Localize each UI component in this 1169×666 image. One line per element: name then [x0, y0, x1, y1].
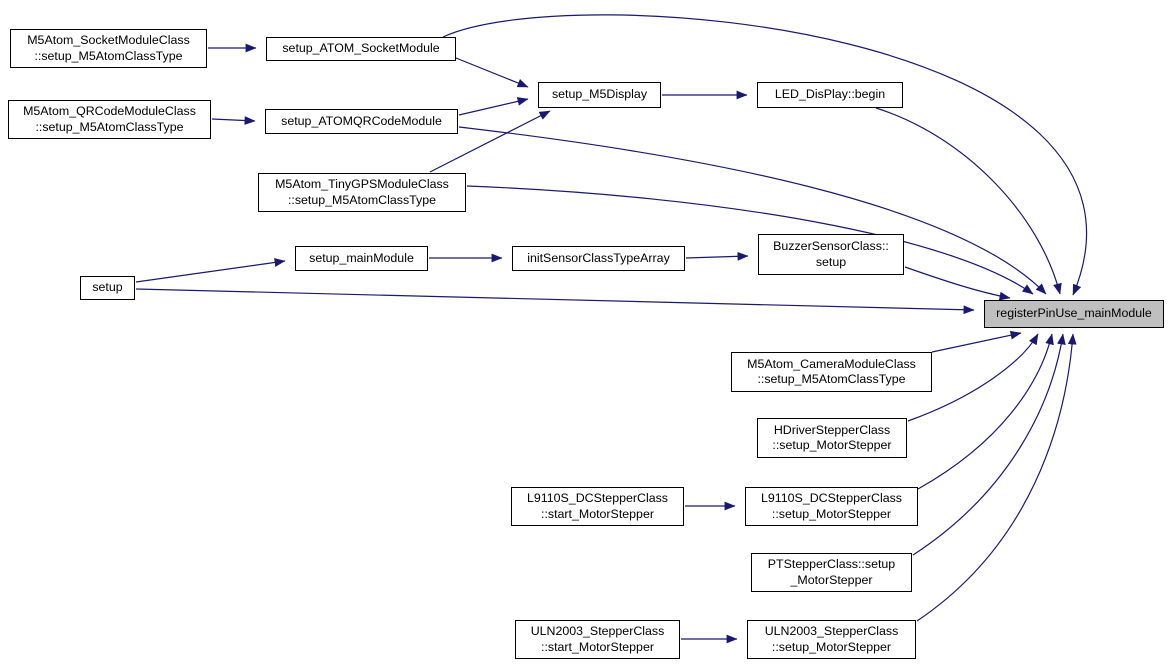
node-led-display-begin[interactable]: LED_DisPlay::begin — [757, 82, 903, 108]
edge-hdriver-to-register_pin — [907, 333, 1039, 422]
node-uln2003-stepperclass-start-motorstepper[interactable]: ULN2003_StepperClass ::start_MotorSteppe… — [515, 620, 680, 659]
edge-setup_atomqrcode-to-setup_m5display — [458, 97, 529, 116]
node-label: ::setup_M5AtomClassType — [757, 372, 906, 386]
edge-l9110s_setup-to-register_pin — [917, 333, 1054, 490]
edge-tinygps_class-to-setup_m5display — [429, 110, 551, 173]
edge-buzzer-to-register_pin — [904, 266, 1011, 301]
node-label: setup_ATOM_SocketModule — [282, 41, 440, 56]
node-label: M5Atom_QRCodeModuleClass — [23, 104, 196, 119]
node-label: _MotorStepper — [790, 572, 873, 587]
edge-setup_atom_socket-to-register_pin — [442, 14, 1088, 296]
node-label: ::setup_MotorStepper — [772, 438, 892, 452]
node-label: setup — [815, 254, 847, 269]
node-label: ::start_MotorStepper — [541, 639, 654, 654]
node-hdriverstepperclass-setup-motorstepper[interactable]: HDriverStepperClass ::setup_MotorStepper — [757, 418, 907, 458]
node-ptstepperclass-setup-motorstepper[interactable]: PTStepperClass::setup _MotorStepper — [751, 553, 912, 592]
node-l9110s-dcstepperclass-setup-motorstepper[interactable]: L9110S_DCStepperClass ::setup_MotorStepp… — [745, 487, 918, 526]
edge-uln2003_setup-to-register_pin — [916, 333, 1077, 622]
edge-qrcode_class-to-setup_atomqrcode — [211, 116, 256, 125]
node-label: ULN2003_StepperClass — [530, 624, 665, 639]
node-label: PTStepperClass::setup — [767, 557, 896, 572]
edge-setup-to-setup_mainmodule — [135, 258, 286, 283]
node-label: BuzzerSensorClass:: — [773, 239, 889, 254]
edge-init_sensor-to-buzzer — [685, 251, 749, 261]
node-setup-atomqrcodemodule[interactable]: setup_ATOMQRCodeModule — [265, 109, 458, 134]
node-label: ::setup_M5AtomClassType — [35, 119, 184, 134]
node-m5atom-cameramoduleclass-setup-m5atomclasstype[interactable]: M5Atom_CameraModuleClass ::setup_M5AtomC… — [731, 352, 932, 392]
edge-setup_atom_socket-to-setup_m5display — [455, 57, 529, 88]
node-buzzersensorclass-setup[interactable]: BuzzerSensorClass:: setup — [758, 234, 904, 275]
node-m5atom-qrcodemoduleclass-setup-m5atomclasstype[interactable]: M5Atom_QRCodeModuleClass ::setup_M5AtomC… — [8, 100, 211, 139]
edge-led_display_begin-to-register_pin — [875, 107, 1062, 295]
node-label: ::setup_MotorStepper — [771, 506, 892, 521]
node-label: L9110S_DCStepperClass — [527, 491, 668, 506]
node-label: ::setup_MotorStepper — [771, 639, 892, 654]
node-label: ULN2003_StepperClass — [764, 624, 899, 639]
node-label: ::start_MotorStepper — [541, 506, 654, 521]
node-label: HDriverStepperClass — [773, 422, 891, 437]
node-setup-atom-socketmodule[interactable]: setup_ATOM_SocketModule — [266, 37, 456, 61]
edge-tinygps_class-to-register_pin — [466, 185, 1034, 295]
node-initsensorclasstypearray[interactable]: initSensorClassTypeArray — [512, 246, 685, 271]
node-label: M5Atom_CameraModuleClass — [747, 356, 916, 371]
node-uln2003-stepperclass-setup-motorstepper[interactable]: ULN2003_StepperClass ::setup_MotorSteppe… — [747, 620, 916, 659]
node-label: setup_M5Display — [551, 87, 648, 102]
node-setup[interactable]: setup — [80, 276, 135, 300]
node-label: L9110S_DCStepperClass — [761, 491, 902, 506]
node-label: setup_ATOMQRCodeModule — [281, 113, 442, 128]
node-label: M5Atom_TinyGPSModuleClass — [275, 177, 449, 192]
node-label: registerPinUse_mainModule — [996, 306, 1152, 321]
edge-ptstepper-to-register_pin — [912, 333, 1066, 556]
node-label: setup — [92, 280, 123, 295]
node-m5atom-tinygpsmoduleclass-setup-m5atomclasstype[interactable]: M5Atom_TinyGPSModuleClass ::setup_M5Atom… — [258, 173, 466, 212]
node-label: M5Atom_SocketModuleClass — [27, 33, 190, 48]
node-m5atom-socketmoduleclass-setup-m5atomclasstype[interactable]: M5Atom_SocketModuleClass ::setup_M5AtomC… — [10, 29, 207, 68]
node-setup-mainmodule[interactable]: setup_mainModule — [295, 246, 428, 271]
edge-setup-to-register_pin — [135, 288, 975, 315]
node-label: setup_mainModule — [309, 250, 414, 265]
node-setup-m5display[interactable]: setup_M5Display — [538, 82, 661, 108]
edge-setup_atomqrcode-to-register_pin — [458, 126, 1047, 295]
node-label: LED_DisPlay::begin — [774, 87, 886, 102]
edge-camera_class-to-register_pin — [931, 330, 1022, 353]
node-label: ::setup_M5AtomClassType — [287, 192, 437, 207]
node-label: initSensorClassTypeArray — [527, 250, 670, 265]
node-label: ::setup_M5AtomClassType — [34, 48, 183, 63]
node-l9110s-dcstepperclass-start-motorstepper[interactable]: L9110S_DCStepperClass ::start_MotorStepp… — [511, 487, 684, 526]
node-registerpinuse-mainmodule[interactable]: registerPinUse_mainModule — [984, 300, 1164, 328]
